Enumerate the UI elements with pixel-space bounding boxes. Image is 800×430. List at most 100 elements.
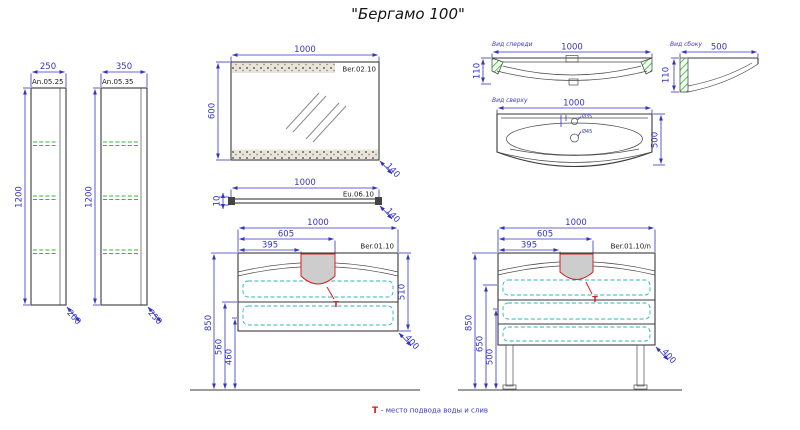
tall-cabinet-small: 250 An.05.25 1200 200 xyxy=(15,62,83,327)
height-dim-label: 1200 xyxy=(15,186,25,208)
dim-395-label: 395 xyxy=(521,241,537,251)
floor-dim-460: 460 xyxy=(225,317,237,389)
model-label: Ber.02.10 xyxy=(342,66,376,74)
dim-395-label: 395 xyxy=(262,241,278,251)
dim-395: 395 xyxy=(239,241,302,256)
shelf-left-bracket xyxy=(228,197,235,205)
mirror-frame xyxy=(230,61,380,161)
dim-395: 395 xyxy=(499,241,561,256)
model-label: Eu.06.10 xyxy=(343,191,374,199)
height-dim: 110 xyxy=(473,57,491,85)
view-label: Вид сбоку xyxy=(670,41,702,48)
vanity-body xyxy=(497,252,656,346)
faucet-leader xyxy=(577,116,582,121)
width-dim: 1000 xyxy=(230,178,380,198)
depth-dim-label: 400 xyxy=(659,347,677,366)
height-dim: 110 xyxy=(662,57,679,93)
shelf-board xyxy=(230,198,380,204)
width-dim: 500 xyxy=(679,43,759,58)
legend: Т - место подвода воды и слив xyxy=(372,406,488,416)
vanity-wall-hung: 1000 605 395 Ber.01.10 Т 510 xyxy=(190,218,421,391)
faucet-hole-detail xyxy=(565,55,579,63)
depth-dim: 500 xyxy=(651,113,665,166)
drain-hole-label: Ø45 xyxy=(582,128,592,135)
faucet-hole xyxy=(570,117,579,126)
basin-front-view: Вид спереди 1000 110 xyxy=(473,41,653,86)
left-foot xyxy=(502,384,517,390)
thickness-dim: 10 xyxy=(213,192,229,210)
bowl-profile-inner xyxy=(687,62,753,87)
right-leg xyxy=(636,344,645,387)
width-dim: 1000 xyxy=(491,43,653,58)
floor-dim-560: 560 xyxy=(215,301,237,389)
bowl-profile-outer xyxy=(687,63,759,93)
siphon-cutout xyxy=(559,253,594,280)
mirror-top-decor-band xyxy=(232,63,335,73)
drawer-2-inner-dashed xyxy=(242,305,394,326)
bowl-outer-curve xyxy=(496,70,648,81)
height-dim-510: 510 xyxy=(398,252,411,332)
height-dim-label: 1200 xyxy=(85,186,95,208)
depth-dim: 250 xyxy=(145,306,164,327)
drain-leader xyxy=(577,131,582,137)
floor-dim-850-label: 850 xyxy=(204,315,214,331)
dim-605-label: 605 xyxy=(278,230,294,240)
width-dim: 350 xyxy=(100,62,148,87)
floor-dim-850: 850 xyxy=(204,252,237,389)
water-point-leader xyxy=(326,286,335,300)
depth-dim: 400 xyxy=(398,332,421,352)
cabinet-body xyxy=(100,87,148,306)
drawer-3-inner-dashed xyxy=(502,326,651,342)
tall-cabinet-large: 350 An.05.35 1200 250 xyxy=(85,62,164,327)
height-dim-label: 600 xyxy=(208,103,218,119)
left-section-hatch xyxy=(491,57,504,75)
faucet-hole-label: Ø35 xyxy=(582,113,592,120)
page-title: "Бергамо 100" xyxy=(351,5,465,23)
basin-top-view: Вид сверху 1000 Ø35 Ø45 500 xyxy=(492,97,665,167)
width-dim: 1000 xyxy=(496,99,653,114)
legend-text: - место подвода воды и слив xyxy=(381,407,488,415)
legend-marker: Т xyxy=(372,406,379,416)
dim-605-label: 605 xyxy=(537,230,553,240)
depth-dim-label: 400 xyxy=(402,333,420,352)
height-dim: 1200 xyxy=(85,87,100,306)
depth-dim-label: 250 xyxy=(145,308,163,327)
floor-dim-500-label: 500 xyxy=(486,349,496,365)
water-point-leader xyxy=(585,281,593,295)
model-label: Ber.01.10/n xyxy=(611,243,651,251)
width-dim-label: 1000 xyxy=(565,218,587,228)
depth-dim-label: 200 xyxy=(64,308,82,327)
width-dim-label: 1000 xyxy=(307,218,329,228)
width-dim-label: 1000 xyxy=(563,99,585,109)
vanity-floor-standing: 1000 605 395 Ber.01.10/n Т 850 xyxy=(458,218,682,391)
depth-dim: 140 xyxy=(379,205,402,225)
height-dim: 600 xyxy=(208,61,230,161)
shelf-right-bracket xyxy=(375,197,382,205)
width-dim-label: 250 xyxy=(40,62,56,72)
shelf-dashed-lines xyxy=(103,141,139,254)
right-foot xyxy=(633,384,648,390)
width-dim: 1000 xyxy=(497,218,656,252)
width-dim-label: 1000 xyxy=(294,45,316,55)
water-point-marker: Т xyxy=(333,300,339,309)
drawer-2-inner-dashed xyxy=(502,302,651,320)
mirror-unit: 1000 Ber.02.10 600 140 xyxy=(208,45,402,180)
floor-dim-850: 850 xyxy=(465,252,497,389)
apron-section-hatch xyxy=(679,57,689,93)
shelf-dashed-lines xyxy=(33,141,58,254)
siphon-cutout xyxy=(300,253,336,285)
depth-dim-label: 500 xyxy=(651,132,661,148)
model-label: Ber.01.10 xyxy=(360,243,394,251)
drawer-1-inner-dashed xyxy=(242,280,394,298)
depth-dim: 400 xyxy=(655,346,678,366)
depth-dim: 200 xyxy=(64,306,83,327)
floor-dim-650: 650 xyxy=(476,284,497,389)
drawer-1-inner-dashed xyxy=(502,279,651,296)
floor-dim-560-label: 560 xyxy=(215,339,225,355)
width-dim: 1000 xyxy=(237,218,399,252)
bowl-depth-curve xyxy=(509,148,640,156)
width-dim: 250 xyxy=(30,62,67,87)
basin-side-view: Вид сбоку 500 110 xyxy=(662,41,759,93)
